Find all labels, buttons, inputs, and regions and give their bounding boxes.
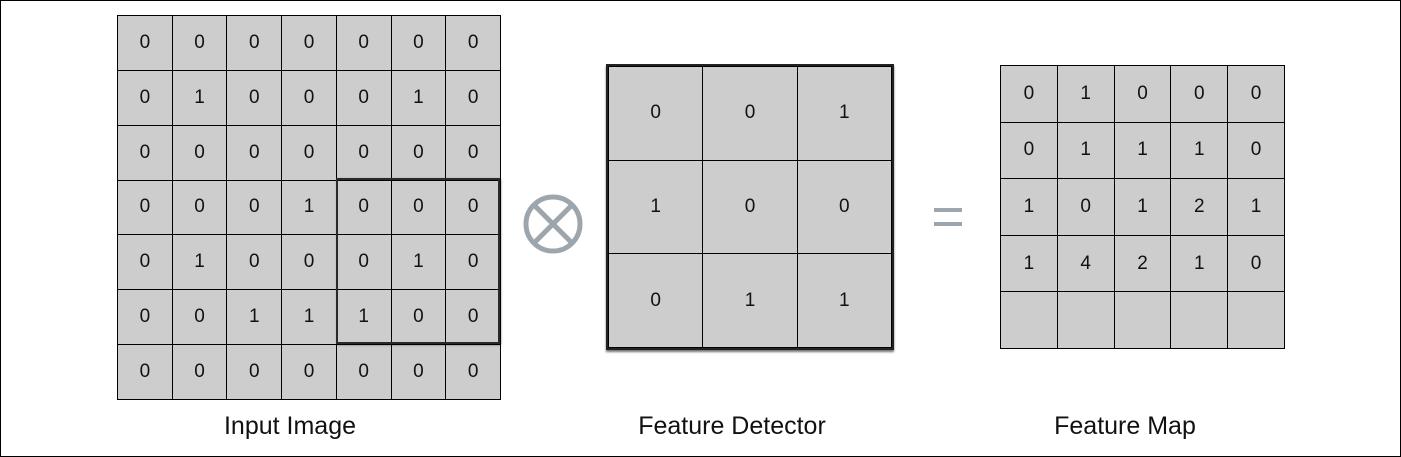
- matrix-cell: 0: [118, 180, 172, 235]
- matrix-cell: 0: [282, 16, 336, 70]
- matrix-cell: 1: [172, 70, 227, 125]
- matrix-cell: 2: [1114, 235, 1171, 292]
- matrix-cell: 0: [282, 70, 336, 125]
- matrix-cell: 0: [118, 16, 172, 70]
- matrix-cell: 0: [703, 160, 797, 254]
- matrix-cell: 1: [227, 290, 282, 345]
- matrix-cell: 1: [797, 67, 891, 160]
- matrix-cell: 0: [282, 345, 336, 399]
- matrix-cell: 0: [1001, 122, 1057, 179]
- matrix-cell: 0: [446, 235, 500, 290]
- matrix-cell: 0: [227, 345, 282, 399]
- matrix-cell: 0: [172, 125, 227, 180]
- matrix-cell: 0: [446, 125, 500, 180]
- matrix-cell: 1: [282, 180, 336, 235]
- matrix-cell: 0: [227, 235, 282, 290]
- matrix-cell: 0: [391, 290, 446, 345]
- matrix-cell: 0: [1001, 66, 1057, 122]
- matrix-cell: 0: [282, 125, 336, 180]
- matrix-cell: 0: [1171, 66, 1228, 122]
- feature-map-caption: Feature Map: [1054, 412, 1196, 440]
- matrix-cell: 0: [391, 125, 446, 180]
- matrix-cell: 0: [172, 180, 227, 235]
- matrix-cell: 0: [609, 67, 703, 160]
- matrix-cell: 1: [172, 235, 227, 290]
- matrix-cell: 0: [446, 180, 500, 235]
- matrix-cell: 0: [118, 125, 172, 180]
- matrix-cell: [1001, 292, 1057, 348]
- matrix-cell: 0: [336, 345, 391, 399]
- matrix-cell: 1: [1171, 235, 1228, 292]
- matrix-cell: 0: [227, 180, 282, 235]
- equals-icon: [934, 208, 962, 226]
- matrix-cell: 2: [1171, 179, 1228, 235]
- matrix-cell: 0: [336, 125, 391, 180]
- matrix-cell: 0: [227, 70, 282, 125]
- matrix-cell: 1: [1001, 179, 1057, 235]
- matrix-cell: 0: [446, 70, 500, 125]
- input-image-caption: Input Image: [223, 412, 357, 440]
- matrix-cell: 0: [172, 290, 227, 345]
- matrix-cell: 1: [1114, 179, 1171, 235]
- matrix-cell: 4: [1057, 235, 1114, 292]
- matrix-cell: [1114, 292, 1171, 348]
- circle-times-icon: [523, 194, 583, 254]
- matrix-cell: 1: [336, 290, 391, 345]
- matrix-cell: 0: [1228, 66, 1284, 122]
- matrix-cell: 1: [703, 254, 797, 347]
- matrix-cell: 0: [1114, 66, 1171, 122]
- matrix-cell: 0: [391, 16, 446, 70]
- matrix-cell: 0: [172, 345, 227, 399]
- matrix-cell: 0: [391, 180, 446, 235]
- matrix-cell: 0: [1228, 235, 1284, 292]
- matrix-cell: 0: [336, 180, 391, 235]
- matrix-cell: 0: [703, 67, 797, 160]
- matrix-cell: 0: [446, 345, 500, 399]
- matrix-cell: 0: [1228, 122, 1284, 179]
- matrix-cell: 0: [118, 235, 172, 290]
- matrix-cell: 0: [227, 125, 282, 180]
- matrix-cell: 0: [118, 290, 172, 345]
- matrix-cell: 1: [1057, 122, 1114, 179]
- matrix-cell: 1: [282, 290, 336, 345]
- matrix-cell: 1: [609, 160, 703, 254]
- matrix-cell: 1: [391, 235, 446, 290]
- matrix-cell: 1: [391, 70, 446, 125]
- feature-detector-caption: Feature Detector: [638, 412, 826, 440]
- matrix-cell: 0: [118, 345, 172, 399]
- matrix-cell: 1: [1228, 179, 1284, 235]
- matrix-cell: 0: [797, 160, 891, 254]
- matrix-cell: 1: [1057, 66, 1114, 122]
- matrix-cell: 0: [446, 290, 500, 345]
- matrix-cell: 1: [1114, 122, 1171, 179]
- matrix-cell: 0: [282, 235, 336, 290]
- matrix-cell: 0: [118, 70, 172, 125]
- matrix-cell: [1057, 292, 1114, 348]
- matrix-cell: 0: [227, 16, 282, 70]
- matrix-cell: 1: [797, 254, 891, 347]
- matrix-cell: 0: [1057, 179, 1114, 235]
- matrix-cell: 0: [609, 254, 703, 347]
- matrix-cell: 0: [336, 70, 391, 125]
- matrix-cell: 0: [172, 16, 227, 70]
- matrix-cell: 0: [336, 16, 391, 70]
- matrix-cell: [1228, 292, 1284, 348]
- matrix-cell: 0: [391, 345, 446, 399]
- matrix-cell: 1: [1171, 122, 1228, 179]
- matrix-cell: 1: [1001, 235, 1057, 292]
- matrix-cell: 0: [336, 235, 391, 290]
- matrix-cell: [1171, 292, 1228, 348]
- matrix-cell: 0: [446, 16, 500, 70]
